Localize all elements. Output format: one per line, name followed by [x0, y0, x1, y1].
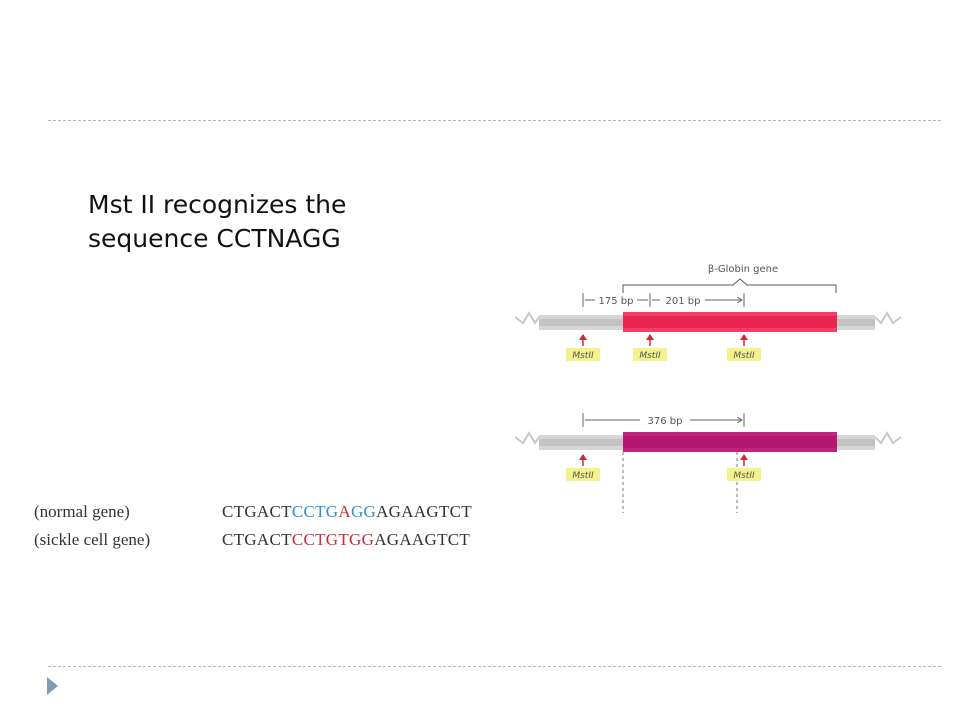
gene-brace — [622, 278, 837, 293]
sequence-row-sickle: (sickle cell gene) CTGACTCCTGTGGAGAAGTCT — [34, 526, 472, 554]
fragment-label: 376 bp — [648, 416, 683, 427]
site-marker: MstII — [566, 334, 600, 361]
fragment-label: 201 bp — [666, 296, 701, 307]
sequence-value: CTGACTCCTGTGGAGAAGTCT — [222, 526, 472, 554]
seq-segment: AGAAGTCT — [374, 530, 471, 549]
bottom-divider — [48, 666, 941, 667]
seq-segment: AGAAGTCT — [376, 502, 472, 521]
site-marker: MstII — [727, 334, 761, 361]
triangle-bullet-icon — [47, 677, 58, 695]
slide-text-line: sequence CCTNAGG — [88, 224, 341, 253]
gene-label: β-Globin gene — [708, 264, 778, 275]
slide-text-line: Mst II recognizes the — [88, 190, 347, 219]
site-label: MstII — [733, 351, 755, 361]
fragment-label: 175 bp — [599, 296, 634, 307]
site-label: MstII — [572, 351, 594, 361]
sequence-comparison: (normal gene) CTGACTCCTGAGGAGAAGTCT (sic… — [34, 498, 472, 554]
site-label: MstII — [572, 471, 594, 481]
slide-body-text: Mst II recognizes the sequence CCTNAGG — [88, 188, 346, 256]
site-label: MstII — [733, 471, 755, 481]
top-divider — [48, 120, 941, 121]
site-marker: MstII — [633, 334, 667, 361]
sequence-row-normal: (normal gene) CTGACTCCTGAGGAGAAGTCT — [34, 498, 472, 526]
sickle-dna-strand — [515, 431, 902, 452]
seq-segment: CTGACT — [222, 530, 292, 549]
normal-dna-strand — [515, 311, 902, 332]
seq-segment: GG — [350, 502, 377, 521]
sequence-value: CTGACTCCTGAGGAGAAGTCT — [222, 498, 472, 526]
site-label: MstII — [639, 351, 661, 361]
site-marker: MstII — [727, 454, 761, 481]
seq-segment: CTGACT — [222, 502, 292, 521]
seq-segment: T — [338, 530, 350, 549]
seq-segment: GG — [349, 530, 375, 549]
mstii-restriction-diagram: β-Globin gene 175 bp 201 bp MstII MstII … — [515, 264, 902, 513]
sequence-label: (normal gene) — [34, 502, 130, 521]
sequence-label: (sickle cell gene) — [34, 530, 151, 549]
seq-segment: CCTG — [291, 502, 339, 521]
site-marker: MstII — [566, 454, 600, 481]
seq-segment: CCTG — [291, 530, 339, 549]
seq-segment: A — [338, 502, 351, 521]
